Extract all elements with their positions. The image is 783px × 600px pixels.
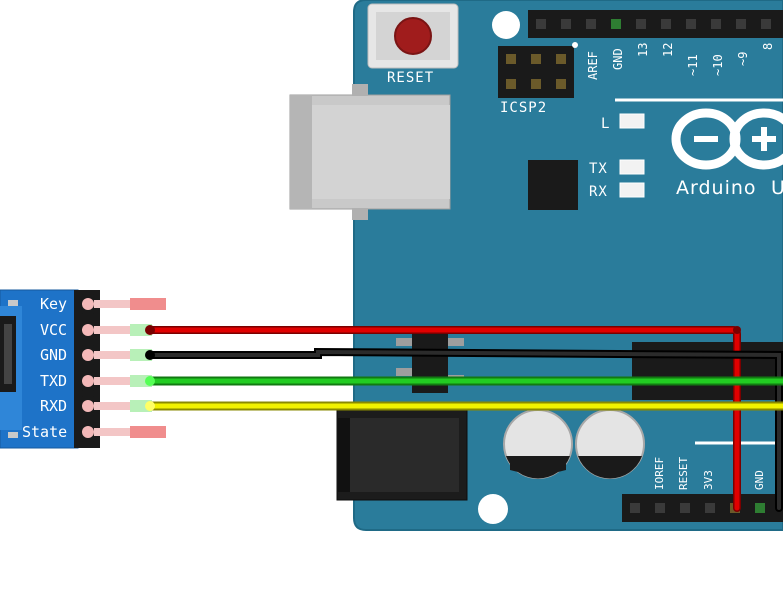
power-pin-header (622, 494, 783, 522)
reset-label: RESET (387, 70, 434, 86)
led-l (619, 113, 645, 129)
icsp2-label: ICSP2 (500, 100, 547, 116)
top-pin-header (528, 10, 783, 38)
wire-txd[interactable] (145, 376, 783, 386)
led-label-rx: RX (589, 184, 608, 200)
led-tx (619, 159, 645, 175)
pin-label-aref: AREF (586, 51, 600, 80)
pin-label-ioref: IOREF (653, 457, 666, 490)
bt-label-rxd: RXD (40, 397, 67, 415)
bt-label-txd: TXD (40, 372, 67, 390)
pin-label-10: ~10 (711, 54, 725, 76)
bt-label-vcc: VCC (40, 321, 67, 339)
pin-label-12: 12 (661, 43, 675, 57)
bt-pin-rxd (77, 395, 152, 417)
pin-label-gnd-bottom: GND (753, 470, 766, 490)
mounting-hole-bottom (478, 494, 508, 524)
arduino-logo (671, 108, 783, 170)
bluetooth-module (0, 289, 100, 449)
reset-button[interactable] (367, 3, 459, 69)
bt-pin-txd (77, 370, 152, 392)
bt-pin-gnd (77, 344, 152, 366)
bt-pin-vcc (77, 319, 152, 341)
wire-vcc[interactable] (145, 325, 741, 512)
bt-pin-state (77, 421, 166, 443)
bt-label-state: State (22, 423, 67, 441)
led-label-tx: TX (589, 161, 608, 177)
bt-label-gnd: GND (40, 346, 67, 364)
pin-label-13: 13 (636, 43, 650, 57)
brand-label: Arduino (676, 177, 757, 199)
pin-label-reset: RESET (677, 457, 690, 490)
bt-label-key: Key (40, 295, 67, 313)
pin-label-8: 8 (761, 43, 775, 50)
pin-label-gnd-top: GND (611, 48, 625, 70)
arduino-board: RESET ICSP2 (289, 0, 783, 531)
brand-label-suffix: U (771, 177, 783, 199)
pin-label-9: ~9 (736, 52, 750, 66)
usb-chip (528, 160, 578, 210)
led-label-l: L (601, 116, 610, 132)
usb-connector (289, 84, 451, 220)
icsp2-header (498, 42, 578, 98)
wire-rxd[interactable] (145, 401, 783, 411)
led-rx (619, 182, 645, 198)
pin-label-11: ~11 (686, 54, 700, 76)
bt-pin-key (77, 293, 166, 315)
mounting-hole-top (492, 11, 520, 39)
capacitor-1 (503, 409, 573, 479)
dc-power-jack (336, 409, 468, 501)
capacitor-2 (575, 409, 645, 479)
pin-label-3v3: 3V3 (702, 470, 715, 490)
